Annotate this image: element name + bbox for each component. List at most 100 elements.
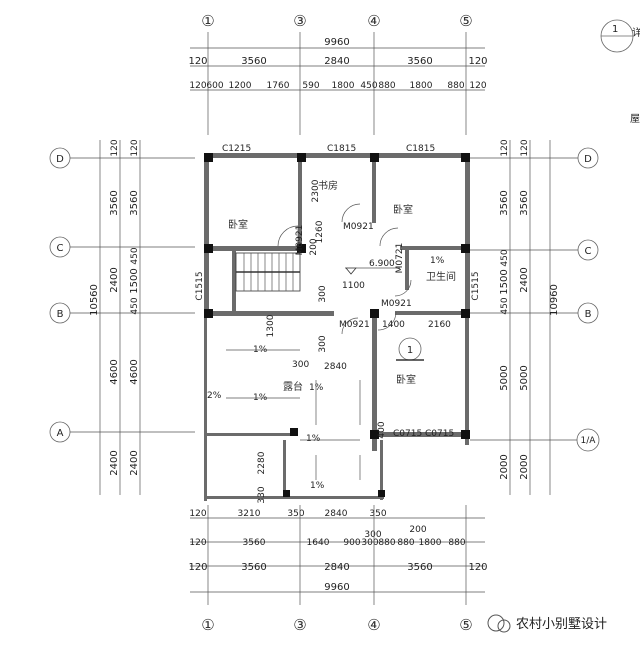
dim-right-inner: 5000 <box>499 365 510 390</box>
interior-dim: 400 <box>377 421 387 438</box>
detail-marker-text: 详 <box>632 26 640 39</box>
axis-3-top: ③ <box>293 12 306 30</box>
dim-bottom-r1: 1640 <box>307 538 330 548</box>
bottom-axis-markers: ① ③ ④ ⑤ <box>201 616 472 634</box>
slope-label: 1% <box>310 481 325 491</box>
door-label: M0921 <box>381 299 412 309</box>
dim-bottom-r2: 2840 <box>324 562 349 573</box>
dim-left-inner: 1500 <box>129 268 140 293</box>
dim-right-outer: 2400 <box>519 267 530 292</box>
slope-label: 1% <box>306 434 321 444</box>
dim-right-outer: 120 <box>520 139 530 156</box>
dim-top-total: 9960 <box>324 37 349 48</box>
interior-dim: 1100 <box>342 281 365 291</box>
window-label: C1815 <box>406 144 435 154</box>
room-terrace: 露台 <box>283 380 303 393</box>
dim-bottom-r1: 1800 <box>419 538 442 548</box>
interior-dimensions: 2300 1260 200 1100 300 1300 1400 2160 30… <box>257 179 451 503</box>
dim-bottom-r1: 120 <box>189 538 206 548</box>
dim-bottom-r2: 3560 <box>241 562 266 573</box>
section-number: 1 <box>407 345 413 356</box>
window-label: C1815 <box>327 144 356 154</box>
room-labels: 卧室 书房 卧室 卫生间 卧室 露台 <box>228 179 456 393</box>
columns <box>204 153 470 497</box>
door-label: M0921 <box>295 225 305 256</box>
door-swings <box>277 203 412 335</box>
detail-marker: 1 详 屋 <box>600 19 640 125</box>
slope-arrows: 1% 1% 1% 2% 1% 1% 1% <box>207 256 445 491</box>
interior-dim: 1260 <box>315 220 325 243</box>
right-dimensions: 10960 120 3560 2400 5000 2000 120 3560 4… <box>499 139 560 495</box>
dim-top-r2: 120 <box>189 81 206 91</box>
axis-1A-right: 1/A <box>581 436 597 446</box>
dim-top-r1: 3560 <box>241 56 266 67</box>
dim-right-inner: 2000 <box>499 454 510 479</box>
dim-left-inner: 4600 <box>129 359 140 384</box>
dim-right-outer: 5000 <box>519 365 530 390</box>
dim-bottom-small: 300 <box>364 530 381 540</box>
window-label: C1515 <box>195 271 205 300</box>
interior-dim: 2280 <box>257 451 267 474</box>
dim-bottom-r0: 200 <box>409 525 426 535</box>
dim-right-inner: 120 <box>500 139 510 156</box>
dim-left-inner: 2400 <box>129 450 140 475</box>
window-label: C0715 <box>425 429 454 439</box>
interior-dim: 300 <box>292 360 309 370</box>
axis-D-left: D <box>56 154 64 165</box>
dim-top-r1: 3560 <box>407 56 432 67</box>
dim-left-inner: 450 <box>130 297 140 314</box>
staircase <box>235 252 301 292</box>
watermark-text: 农村小别墅设计 <box>516 617 607 632</box>
door-label: M0921 <box>339 320 370 330</box>
door-label: M0721 <box>395 243 405 274</box>
level-marker: 6.900 <box>345 259 400 275</box>
axis-1-top: ① <box>201 12 214 30</box>
bottom-dimensions: 120 3210 350 2840 350 200 300 120 3560 1… <box>188 505 488 605</box>
slope-label: 2% <box>207 391 222 401</box>
dim-top-r2: 600 <box>206 81 223 91</box>
axis-4-bottom: ④ <box>367 616 380 634</box>
dim-top-r1: 120 <box>188 56 207 67</box>
axis-1-bottom: ① <box>201 616 214 634</box>
dim-bottom-r2: 120 <box>468 562 487 573</box>
window-label: C1215 <box>222 144 251 154</box>
dim-right-inner: 450 <box>500 297 510 314</box>
dim-top-r2: 590 <box>302 81 319 91</box>
axis-5-top: ⑤ <box>459 12 472 30</box>
interior-dim: 2840 <box>324 362 347 372</box>
detail-marker-number: 1 <box>612 24 618 35</box>
dim-bottom-r1: 3560 <box>243 538 266 548</box>
slope-label: 1% <box>430 256 445 266</box>
interior-dim: 200 <box>309 238 319 255</box>
dim-top-r2: 1200 <box>229 81 252 91</box>
axis-3-bottom: ③ <box>293 616 306 634</box>
dim-top-r2: 120 <box>469 81 486 91</box>
floor-level: 6.900 <box>369 259 395 269</box>
axis-C-right: C <box>585 246 592 257</box>
dim-top-r2: 450 <box>360 81 377 91</box>
interior-dim: 300 <box>318 285 328 302</box>
dim-bottom-r0: 350 <box>369 509 386 519</box>
dim-top-r2: 880 <box>447 81 464 91</box>
dim-left-inner: 120 <box>130 139 140 156</box>
dim-left-inner: 3560 <box>129 190 140 215</box>
window-label: C1515 <box>471 271 481 300</box>
dim-right-total: 10960 <box>549 284 560 316</box>
top-axis-markers: ① ③ ④ ⑤ <box>201 12 473 135</box>
axis-D-right: D <box>584 154 592 165</box>
axis-5-bottom: ⑤ <box>459 616 472 634</box>
door-labels: M0921 M0921 M0721 M0921 M0921 <box>295 222 412 330</box>
dim-left-total: 10560 <box>89 284 100 316</box>
door-label: M0921 <box>343 222 374 232</box>
dim-top-r1: 2840 <box>324 56 349 67</box>
detail-marker-side: 屋 <box>630 113 640 125</box>
room-bedroom-ne: 卧室 <box>393 203 413 216</box>
dim-right-outer: 3560 <box>519 190 530 215</box>
interior-dim: 300 <box>318 335 328 352</box>
dim-bottom-r1: 900 <box>343 538 360 548</box>
dim-bottom-r0: 350 <box>287 509 304 519</box>
axis-A-left: A <box>57 428 64 439</box>
left-axis-markers: D C B A <box>49 147 195 443</box>
dim-bottom-r1: 880 <box>448 538 465 548</box>
